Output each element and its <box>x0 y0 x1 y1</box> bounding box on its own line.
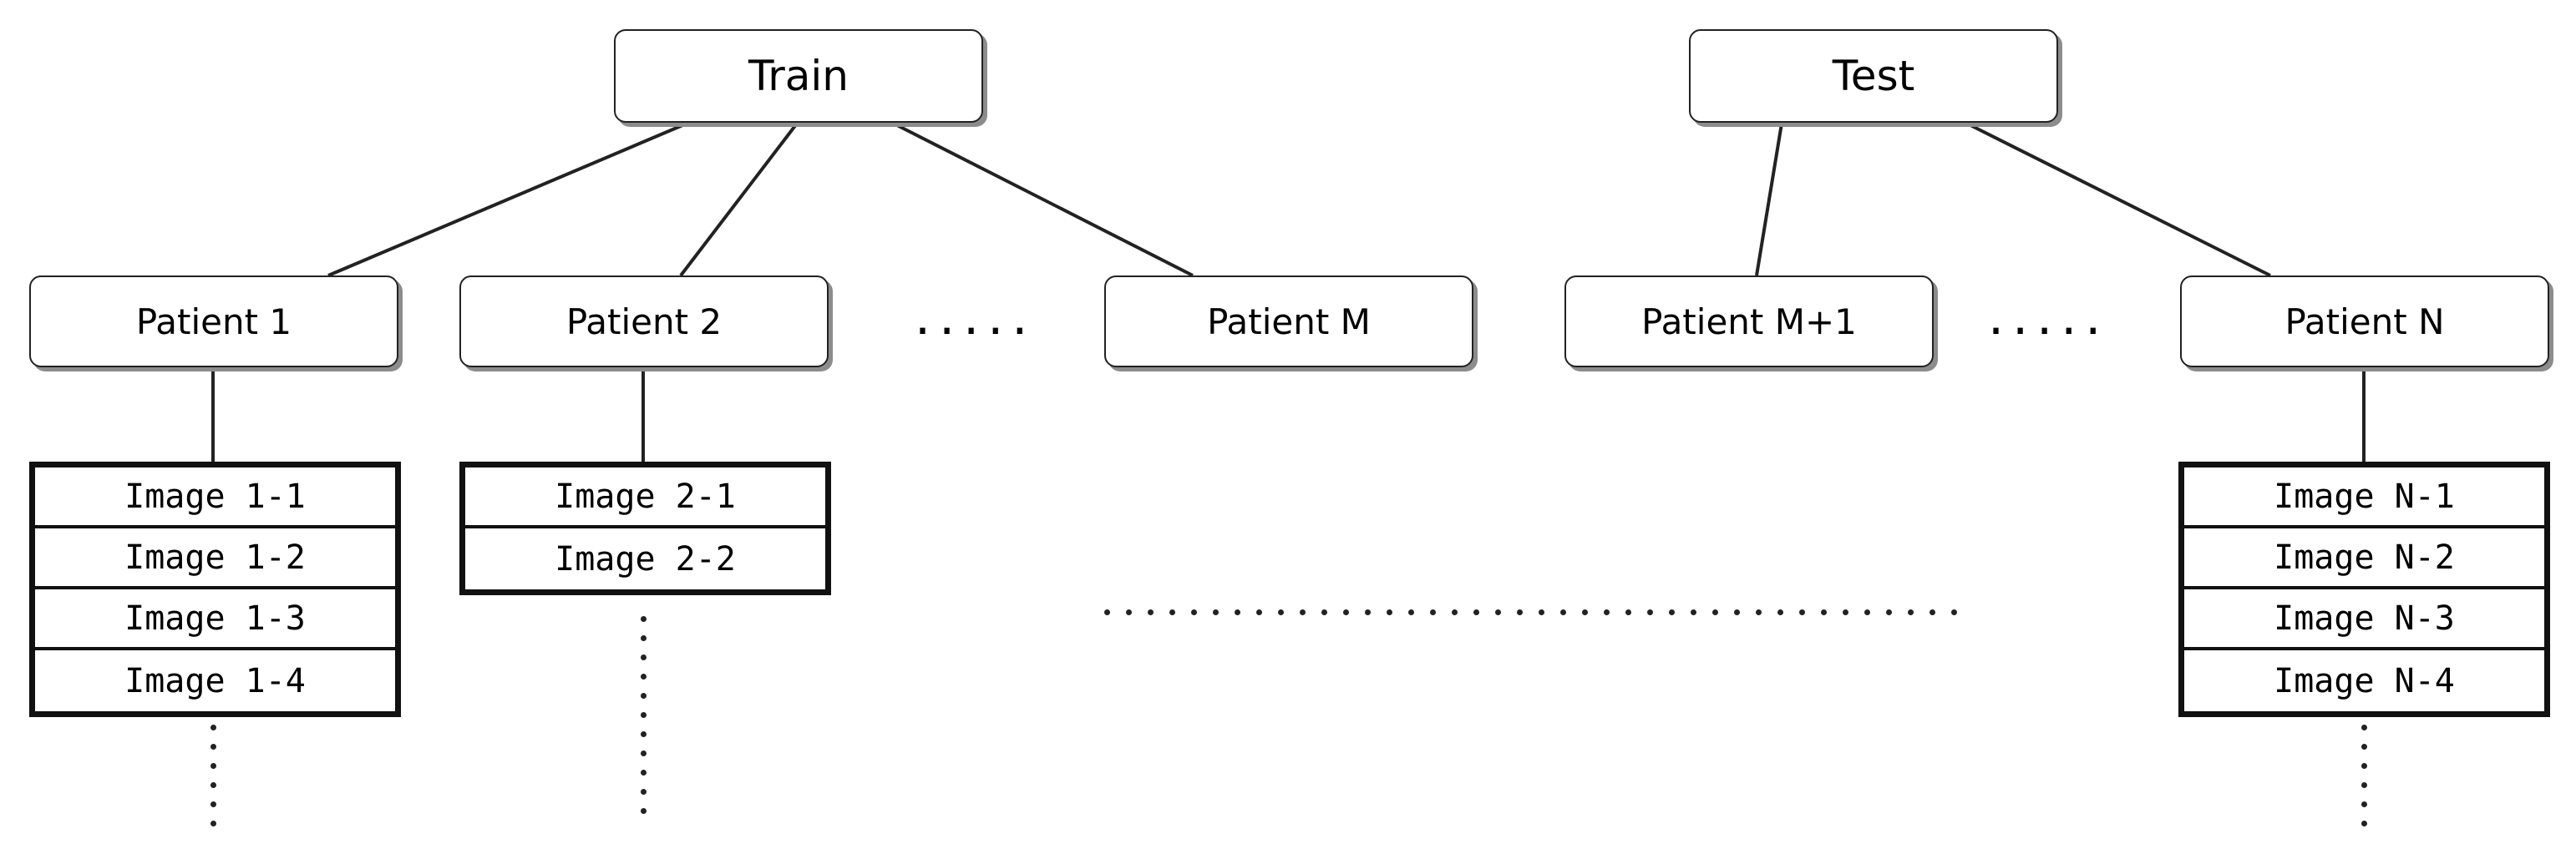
patient-1-image-stack: Image 1-1 Image 1-2 Image 1-3 Image 1-4 <box>29 462 401 717</box>
patient-1-more-images-dots <box>210 725 219 840</box>
edge-train-patient-m <box>893 122 1194 277</box>
edge-train-patient-2 <box>679 122 799 277</box>
test-label: Test <box>1832 52 1915 100</box>
middle-ellipsis-dots <box>1104 609 1957 618</box>
patient-label: Patient M <box>1207 301 1371 342</box>
image-item: Image 1-4 <box>124 661 306 700</box>
patient-m-node: Patient M <box>1104 275 1473 367</box>
patient-label: Patient N <box>2284 301 2445 342</box>
patient-2-image-stack: Image 2-1 Image 2-2 <box>459 462 831 595</box>
patient-n-image-stack: Image N-1 Image N-2 Image N-3 Image N-4 <box>2178 462 2550 717</box>
train-node: Train <box>614 29 983 123</box>
patient-label: Patient M+1 <box>1641 301 1857 342</box>
patient-1-node: Patient 1 <box>29 275 398 367</box>
image-item: Image N-3 <box>2184 589 2544 650</box>
patient-n-more-images-dots <box>2361 725 2370 840</box>
edge-test-patient-m1 <box>1755 123 1783 276</box>
patient-2-node: Patient 2 <box>459 275 829 367</box>
patient-label: Patient 1 <box>135 301 292 342</box>
image-item: Image 2-1 <box>465 467 825 528</box>
patient-m1-node: Patient M+1 <box>1564 275 1934 367</box>
image-item: Image N-1 <box>2184 467 2544 528</box>
train-label: Train <box>748 52 849 100</box>
image-item: Image N-2 <box>2184 528 2544 589</box>
test-node: Test <box>1689 29 2058 123</box>
image-item: Image 1-3 <box>35 589 395 650</box>
patients-ellipsis-train: ..... <box>915 288 1037 346</box>
image-item: Image 1-2 <box>35 528 395 589</box>
edge-train-patient-1 <box>327 122 687 277</box>
image-item: Image N-4 <box>2274 661 2455 700</box>
patient-2-more-images-dots <box>641 616 649 827</box>
image-item: Image 2-2 <box>555 539 736 579</box>
edge-test-patient-n <box>1966 122 2271 277</box>
image-item: Image 1-1 <box>35 467 395 528</box>
patient-n-node: Patient N <box>2180 275 2549 367</box>
patient-label: Patient 2 <box>565 301 723 342</box>
patients-ellipsis-test: ..... <box>1988 288 2110 346</box>
